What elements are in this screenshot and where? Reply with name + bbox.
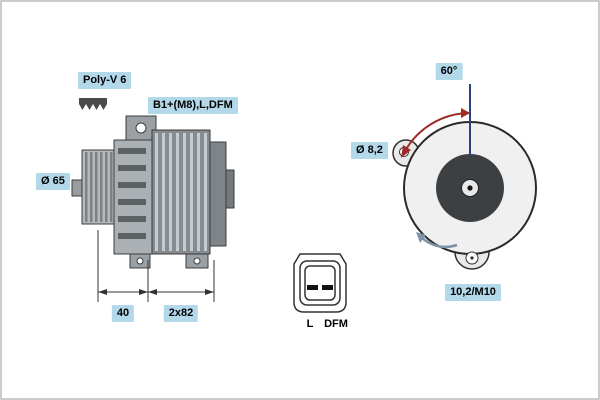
dimension-arrowheads — [98, 289, 214, 295]
label-dimension-40: 40 — [111, 305, 135, 322]
belt-profile-icon — [79, 98, 107, 110]
label-connector-pin-dfm: DFM — [324, 318, 348, 330]
alternator-rear-view — [392, 121, 537, 270]
angle-arc-arrowhead-top — [461, 108, 470, 118]
pulley — [81, 149, 115, 225]
vent-louvers — [118, 148, 146, 239]
rotation-arrowhead — [416, 232, 426, 243]
alternator-side-view — [71, 98, 235, 269]
connector-pins — [307, 285, 333, 290]
rotation-arrow — [421, 237, 458, 249]
label-connector-pin-l: L — [306, 318, 314, 330]
label-pulley-diameter: Ø 65 — [36, 173, 70, 190]
connector-plug-detail — [293, 253, 347, 313]
label-mount-bore: 10,2/M10 — [445, 284, 501, 301]
label-dimension-2x82: 2x82 — [163, 305, 199, 322]
angle-arc-arrowhead-bottom — [401, 145, 411, 158]
cooling-fins — [155, 133, 207, 251]
label-terminals: B1+(M8),L,DFM — [148, 97, 238, 114]
label-belt-type: Poly-V 6 — [78, 72, 132, 89]
label-mounting-angle: 60° — [435, 63, 463, 80]
label-lug-hole-diameter: Ø 8,2 — [351, 142, 388, 159]
